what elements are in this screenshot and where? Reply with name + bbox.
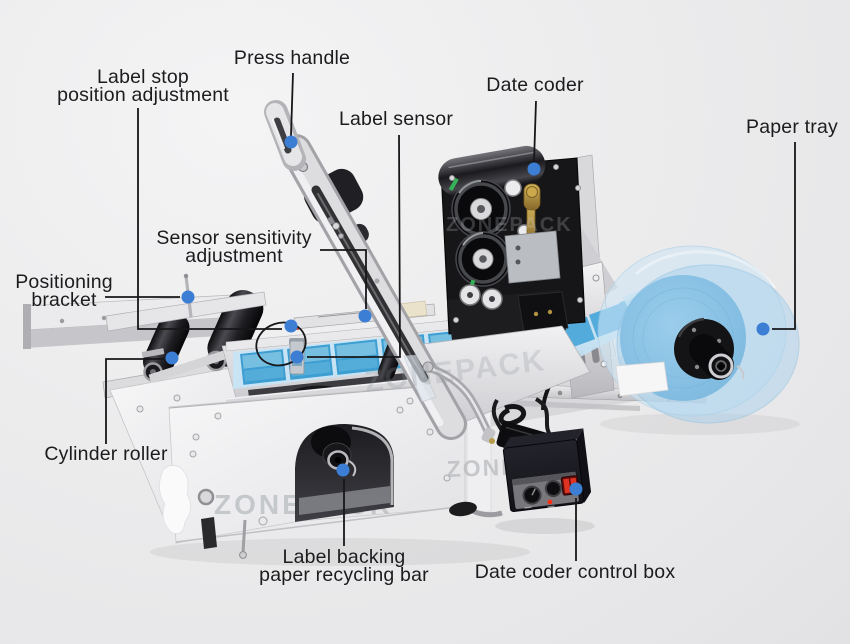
ground-shadows [150, 413, 800, 566]
ribbon-spool-lower [455, 231, 511, 287]
watermark-coder: ZONEPACK [446, 214, 573, 236]
annotation-label-backing-line1: Label backing [282, 546, 406, 568]
callout-dot-cylinder-roller [165, 351, 179, 365]
control-knob-right [544, 480, 562, 498]
callout-dot-label-backing [336, 463, 350, 477]
annotation-paper-tray: Paper tray [746, 116, 838, 138]
sensor-highlight-ellipse [255, 321, 307, 367]
annotation-label-backing: Label backing paper recycling bar [259, 546, 429, 586]
guide-and-hose [403, 354, 496, 444]
annotation-cylinder-roller: Cylinder roller [44, 443, 168, 465]
power-led [547, 499, 553, 505]
callout-line-cylinder-roller [105, 358, 164, 444]
callouts [105, 72, 796, 561]
annotation-label-stop: Label stop position adjustment [57, 66, 229, 106]
callout-line-paper-tray [772, 142, 796, 330]
base-grommet [197, 488, 215, 506]
control-box [502, 428, 592, 513]
annotation-label-stop-line1: Label stop [96, 66, 189, 88]
callout-line-press-handle [290, 72, 294, 137]
callout-dot-paper-tray [756, 322, 770, 336]
date-coder: ZONEPACK [438, 145, 586, 411]
machine-base: ZONEPACK [159, 381, 466, 559]
callout-dots [165, 135, 770, 496]
tray-support-block [615, 361, 669, 397]
callout-dot-label-stop [284, 319, 298, 333]
hanging-clip [241, 519, 247, 554]
callout-line-date-coder [533, 100, 537, 163]
callout-dot-sensor-sensitivity [358, 309, 372, 323]
base-foot [201, 517, 217, 549]
annotation-label-sensor: Label sensor [338, 108, 454, 130]
callout-dot-press-handle [284, 135, 298, 149]
annotation-positioning-bracket-line2: bracket [31, 288, 97, 311]
control-box-assembly: ZONEPACK [446, 397, 592, 513]
annotation-sensor-sensitivity-line1: Sensor sensitivity [156, 227, 312, 249]
annotation-sensor-sensitivity: Sensor sensitivity adjustment [156, 227, 312, 267]
arm-adjust-screws [326, 216, 345, 240]
annotation-label-backing-line2: paper recycling bar [259, 563, 429, 586]
callout-line-sensor-sensitivity [320, 249, 367, 309]
annotation-positioning-bracket-line1: Positioning [15, 271, 113, 293]
callout-dot-positioning-bracket [181, 290, 195, 304]
tray-hub [674, 317, 745, 380]
callout-dot-control-box [569, 482, 583, 496]
annotation-sensor-sensitivity-line2: adjustment [185, 244, 283, 267]
callout-dot-label-sensor [290, 350, 304, 364]
callout-dot-date-coder [527, 162, 541, 176]
annotation-positioning-bracket: Positioning bracket [15, 271, 113, 311]
base-screws [189, 397, 451, 526]
paper-tray [597, 245, 800, 424]
callout-line-label-stop [137, 108, 282, 330]
callout-line-label-sensor [307, 134, 401, 358]
annotation-control-box: Date coder control box [474, 561, 676, 583]
waste-backing-paper [159, 465, 191, 535]
annotation-press-handle: Press handle [233, 47, 351, 69]
annotation-label-stop-line2: position adjustment [57, 83, 229, 106]
annotation-date-coder: Date coder [486, 74, 584, 96]
